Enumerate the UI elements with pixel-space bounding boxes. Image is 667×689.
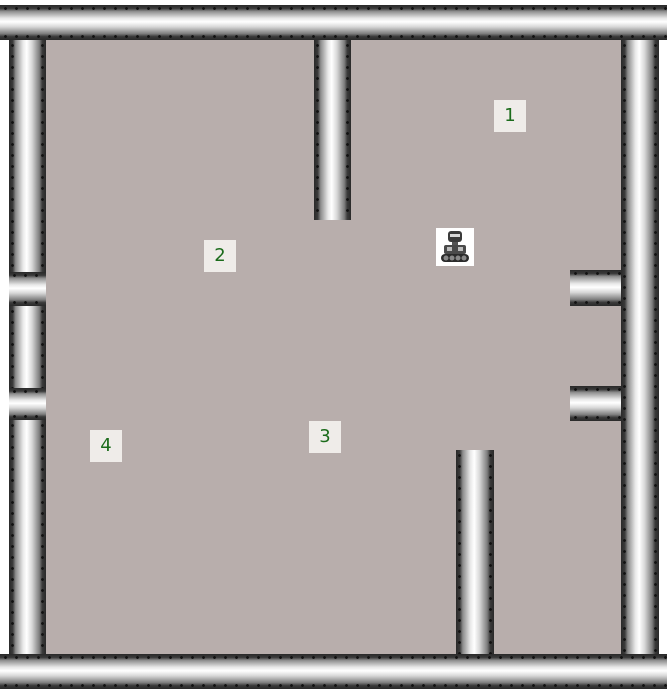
wall-right-stub-lower [570, 386, 621, 421]
robot-icon[interactable] [436, 228, 474, 266]
wall-top [0, 5, 667, 40]
zone-marker-4: 4 [90, 430, 122, 462]
wall-left-lower [9, 420, 46, 654]
wall-interior-top-divider [314, 40, 351, 220]
zone-marker-1: 1 [494, 100, 526, 132]
zone-marker-2: 2 [204, 240, 236, 272]
wall-interior-bottom-divider [456, 450, 494, 654]
zone-marker-3: 3 [309, 421, 341, 453]
wall-bottom [0, 654, 667, 689]
wall-left-stub-lower [9, 388, 46, 420]
wall-left-middle [9, 306, 46, 388]
wall-right [621, 40, 659, 654]
robot-sprite [436, 228, 474, 266]
wall-left-upper [9, 40, 46, 272]
wall-right-stub-upper [570, 270, 621, 306]
wall-left-stub-upper [9, 272, 46, 306]
